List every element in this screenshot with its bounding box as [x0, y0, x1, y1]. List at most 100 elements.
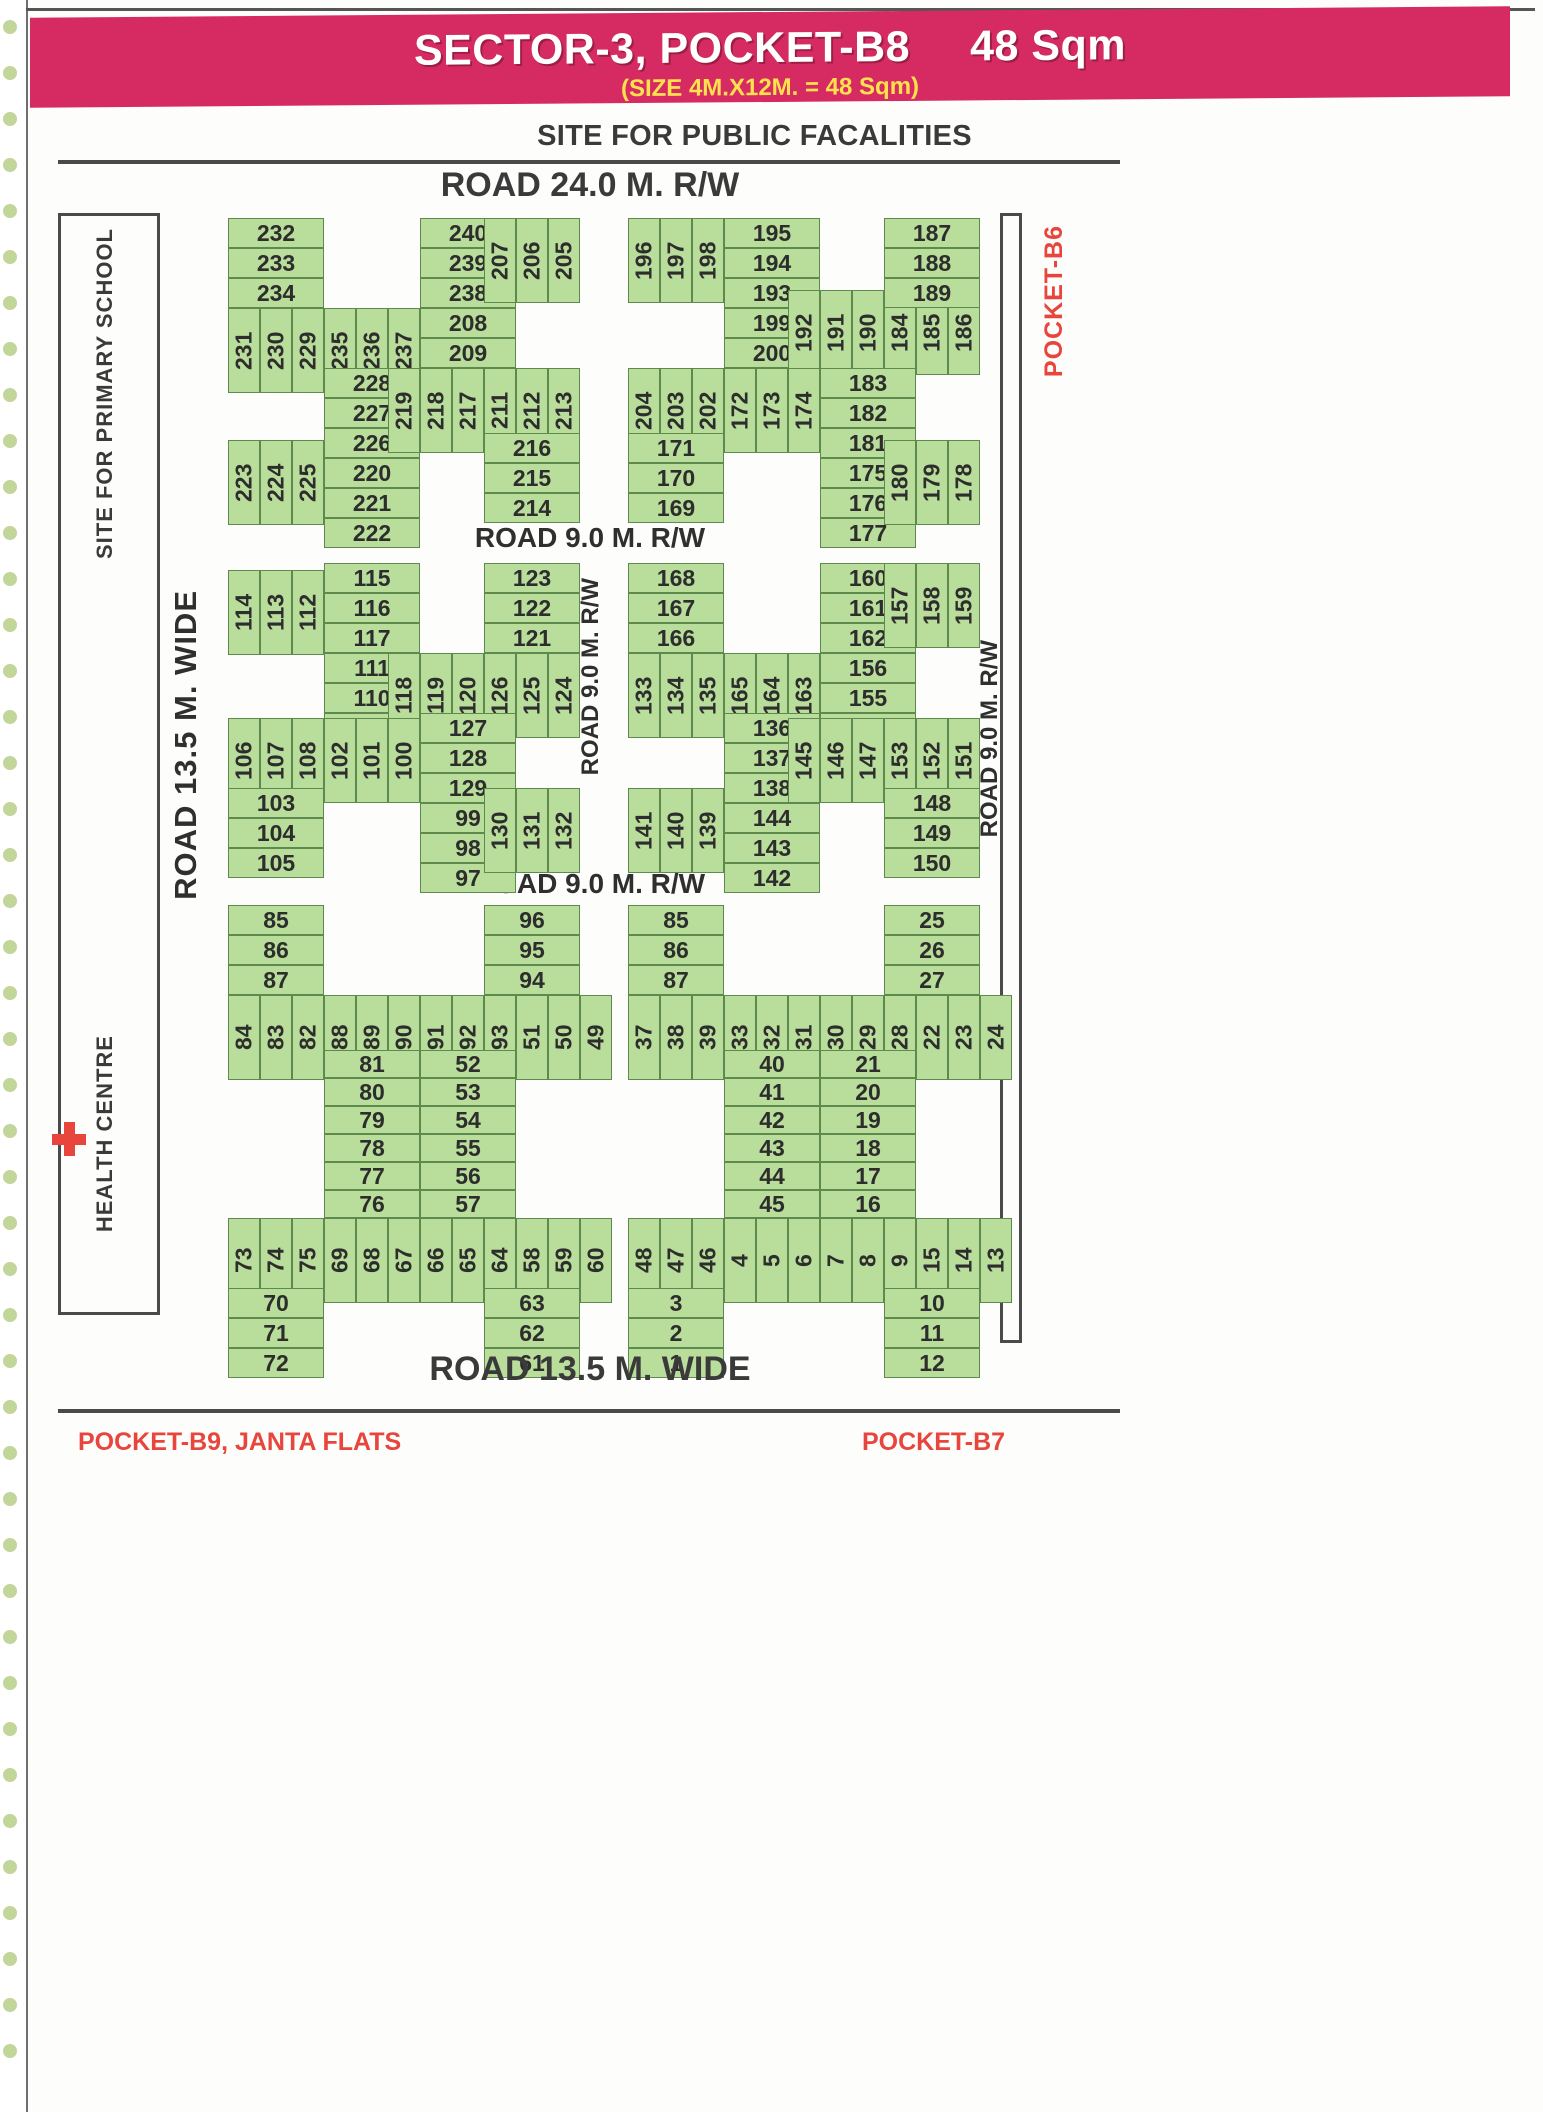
plot-170[interactable]: 170 — [628, 463, 724, 493]
plot-172[interactable]: 172 — [724, 368, 756, 453]
plot-230[interactable]: 230 — [260, 308, 292, 393]
plot-38[interactable]: 38 — [660, 995, 692, 1080]
plot-3[interactable]: 3 — [628, 1288, 724, 1318]
plot-179[interactable]: 179 — [916, 440, 948, 525]
plot-183[interactable]: 183 — [820, 368, 916, 398]
plot-98[interactable]: 98 — [420, 833, 516, 863]
plot-63[interactable]: 63 — [484, 1288, 580, 1318]
plot-6[interactable]: 6 — [788, 1218, 820, 1303]
plot-134[interactable]: 134 — [660, 653, 692, 738]
plot-209[interactable]: 209 — [420, 338, 516, 368]
plot-133[interactable]: 133 — [628, 653, 660, 738]
plot-86[interactable]: 86 — [228, 935, 324, 965]
plot-17[interactable]: 17 — [820, 1162, 916, 1190]
plot-217[interactable]: 217 — [452, 368, 484, 453]
plot-223[interactable]: 223 — [228, 440, 260, 525]
plot-159[interactable]: 159 — [948, 563, 980, 648]
plot-220[interactable]: 220 — [324, 458, 420, 488]
plot-50[interactable]: 50 — [548, 995, 580, 1080]
plot-144[interactable]: 144 — [724, 803, 820, 833]
plot-221[interactable]: 221 — [324, 488, 420, 518]
plot-132[interactable]: 132 — [548, 788, 580, 873]
plot-25[interactable]: 25 — [884, 905, 980, 935]
plot-82[interactable]: 82 — [292, 995, 324, 1080]
plot-39[interactable]: 39 — [692, 995, 724, 1080]
plot-43[interactable]: 43 — [724, 1134, 820, 1162]
plot-2[interactable]: 2 — [628, 1318, 724, 1348]
plot-190[interactable]: 190 — [852, 290, 884, 375]
plot-218[interactable]: 218 — [420, 368, 452, 453]
plot-122[interactable]: 122 — [484, 593, 580, 623]
plot-40[interactable]: 40 — [724, 1050, 820, 1078]
plot-86[interactable]: 86 — [628, 935, 724, 965]
plot-41[interactable]: 41 — [724, 1078, 820, 1106]
plot-44[interactable]: 44 — [724, 1162, 820, 1190]
plot-188[interactable]: 188 — [884, 248, 980, 278]
plot-198[interactable]: 198 — [692, 218, 724, 303]
plot-101[interactable]: 101 — [356, 718, 388, 803]
plot-51[interactable]: 51 — [516, 995, 548, 1080]
plot-96[interactable]: 96 — [484, 905, 580, 935]
plot-18[interactable]: 18 — [820, 1134, 916, 1162]
plot-13[interactable]: 13 — [980, 1218, 1012, 1303]
plot-166[interactable]: 166 — [628, 623, 724, 653]
plot-168[interactable]: 168 — [628, 563, 724, 593]
plot-142[interactable]: 142 — [724, 863, 820, 893]
plot-45[interactable]: 45 — [724, 1190, 820, 1218]
plot-116[interactable]: 116 — [324, 593, 420, 623]
plot-5[interactable]: 5 — [756, 1218, 788, 1303]
plot-12[interactable]: 12 — [884, 1348, 980, 1378]
plot-71[interactable]: 71 — [228, 1318, 324, 1348]
plot-105[interactable]: 105 — [228, 848, 324, 878]
plot-158[interactable]: 158 — [916, 563, 948, 648]
plot-76[interactable]: 76 — [324, 1190, 420, 1218]
plot-143[interactable]: 143 — [724, 833, 820, 863]
plot-224[interactable]: 224 — [260, 440, 292, 525]
plot-81[interactable]: 81 — [324, 1050, 420, 1078]
plot-87[interactable]: 87 — [228, 965, 324, 995]
plot-53[interactable]: 53 — [420, 1078, 516, 1106]
plot-85[interactable]: 85 — [628, 905, 724, 935]
plot-216[interactable]: 216 — [484, 433, 580, 463]
plot-205[interactable]: 205 — [548, 218, 580, 303]
plot-214[interactable]: 214 — [484, 493, 580, 523]
plot-117[interactable]: 117 — [324, 623, 420, 653]
plot-37[interactable]: 37 — [628, 995, 660, 1080]
plot-60[interactable]: 60 — [580, 1218, 612, 1303]
plot-130[interactable]: 130 — [484, 788, 516, 873]
plot-114[interactable]: 114 — [228, 570, 260, 655]
plot-23[interactable]: 23 — [948, 995, 980, 1080]
plot-68[interactable]: 68 — [356, 1218, 388, 1303]
plot-157[interactable]: 157 — [884, 563, 916, 648]
plot-78[interactable]: 78 — [324, 1134, 420, 1162]
plot-121[interactable]: 121 — [484, 623, 580, 653]
plot-135[interactable]: 135 — [692, 653, 724, 738]
plot-189[interactable]: 189 — [884, 278, 980, 308]
plot-147[interactable]: 147 — [852, 718, 884, 803]
plot-85[interactable]: 85 — [228, 905, 324, 935]
plot-57[interactable]: 57 — [420, 1190, 516, 1218]
plot-148[interactable]: 148 — [884, 788, 980, 818]
plot-125[interactable]: 125 — [516, 653, 548, 738]
plot-113[interactable]: 113 — [260, 570, 292, 655]
plot-62[interactable]: 62 — [484, 1318, 580, 1348]
plot-215[interactable]: 215 — [484, 463, 580, 493]
plot-72[interactable]: 72 — [228, 1348, 324, 1378]
plot-234[interactable]: 234 — [228, 278, 324, 308]
plot-192[interactable]: 192 — [788, 290, 820, 375]
plot-21[interactable]: 21 — [820, 1050, 916, 1078]
plot-112[interactable]: 112 — [292, 570, 324, 655]
plot-131[interactable]: 131 — [516, 788, 548, 873]
plot-219[interactable]: 219 — [388, 368, 420, 453]
plot-196[interactable]: 196 — [628, 218, 660, 303]
plot-145[interactable]: 145 — [788, 718, 820, 803]
plot-79[interactable]: 79 — [324, 1106, 420, 1134]
plot-100[interactable]: 100 — [388, 718, 420, 803]
plot-225[interactable]: 225 — [292, 440, 324, 525]
plot-16[interactable]: 16 — [820, 1190, 916, 1218]
plot-173[interactable]: 173 — [756, 368, 788, 453]
plot-66[interactable]: 66 — [420, 1218, 452, 1303]
plot-208[interactable]: 208 — [420, 308, 516, 338]
plot-102[interactable]: 102 — [324, 718, 356, 803]
plot-233[interactable]: 233 — [228, 248, 324, 278]
